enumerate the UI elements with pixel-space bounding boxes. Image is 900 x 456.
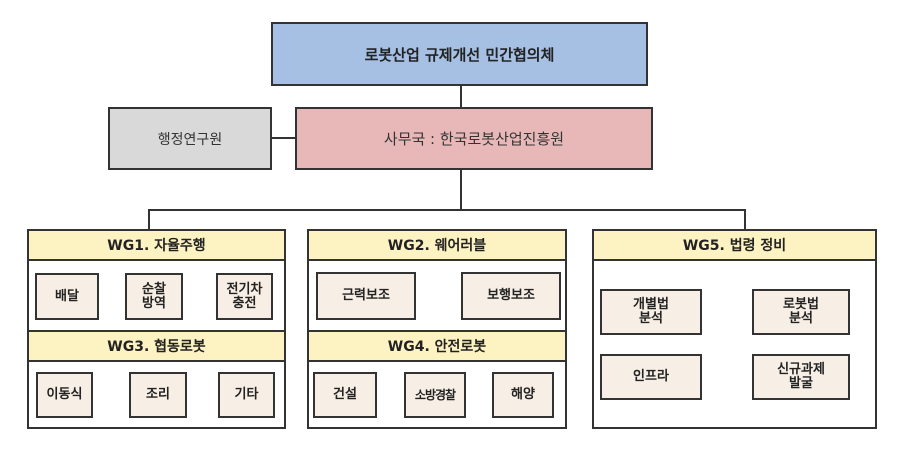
- panel-wg2-wg4: WG2. 웨어러블 근력보조 보행보조 WG4. 안전로봇 건설 소방경찰 해양: [307, 229, 567, 429]
- secretariat-box: 사무국 : 한국로봇산업진흥원: [295, 107, 653, 170]
- wg1-header: WG1. 자율주행: [29, 231, 284, 261]
- wg4-title: WG4. 안전로봇: [387, 339, 487, 355]
- wg4-item-marine: 해양: [492, 372, 554, 418]
- connector-drop-right: [744, 209, 746, 230]
- council-label: 로봇산업 규제개선 민간협의체: [364, 45, 555, 64]
- wg1-item-patrol: 순찰 방역: [125, 273, 183, 320]
- wg1-item-ev-charging: 전기차 충전: [216, 273, 273, 320]
- wg2-title: WG2. 웨어러블: [387, 238, 487, 254]
- wg5-item-robot-law: 로봇법 분석: [752, 289, 850, 335]
- wg3-item-other: 기타: [218, 372, 275, 418]
- wg2-header: WG2. 웨어러블: [309, 231, 565, 261]
- panel-wg1-wg3: WG1. 자율주행 배달 순찰 방역 전기차 충전 WG3. 협동로봇 이동식 …: [27, 229, 286, 429]
- wg5-item-individual-law: 개별법 분석: [600, 289, 702, 335]
- connector-drop-left: [148, 209, 150, 230]
- wg5-header: WG5. 법령 정비: [594, 231, 875, 261]
- wg3-item-cooking: 조리: [129, 372, 187, 418]
- council-box: 로봇산업 규제개선 민간협의체: [271, 22, 648, 86]
- connector-secretariat-down: [460, 169, 462, 211]
- wg1-title: WG1. 자율주행: [107, 238, 206, 254]
- connector-top-to-secretariat: [460, 85, 462, 108]
- wg5-item-new-tasks: 신규과제 발굴: [752, 354, 850, 400]
- wg5-item-infrastructure: 인프라: [600, 354, 702, 400]
- connector-horizontal-bus: [148, 209, 746, 211]
- wg3-item-mobile: 이동식: [36, 372, 93, 418]
- secretariat-label: 사무국 : 한국로봇산업진흥원: [383, 130, 565, 148]
- wg1-item-delivery: 배달: [35, 273, 99, 320]
- wg2-item-muscle-assist: 근력보조: [316, 272, 416, 320]
- wg5-title: WG5. 법령 정비: [682, 238, 787, 254]
- wg2-item-walking-assist: 보행보조: [461, 272, 561, 320]
- wg4-header: WG4. 안전로봇: [309, 330, 565, 362]
- panel-wg5: WG5. 법령 정비 개별법 분석 로봇법 분석 인프라 신규과제 발굴: [592, 229, 877, 429]
- wg4-item-construction: 건설: [313, 372, 377, 418]
- admin-institute-label: 행정연구원: [157, 131, 223, 148]
- wg4-item-fire-police: 소방경찰: [404, 372, 466, 418]
- connector-admin-to-secretariat: [271, 137, 296, 139]
- wg3-title: WG3. 협동로봇: [107, 339, 206, 355]
- admin-institute-box: 행정연구원: [108, 107, 272, 170]
- wg3-header: WG3. 협동로봇: [29, 330, 284, 362]
